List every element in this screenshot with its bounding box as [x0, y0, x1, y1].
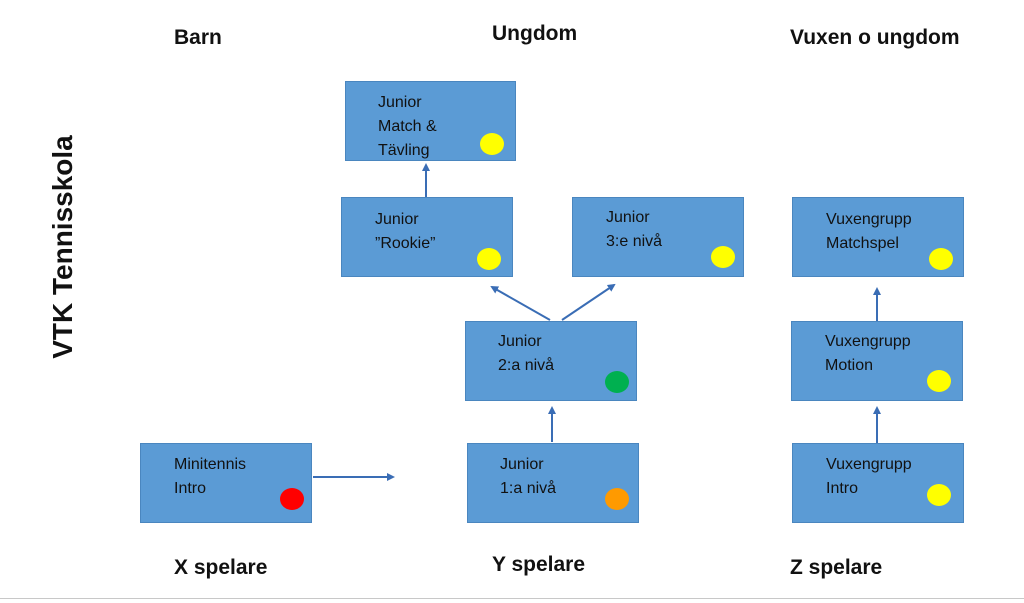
footer-x-spelare: X spelare — [174, 556, 268, 579]
box-vuxengrupp-matchspel: Vuxengrupp Matchspel — [792, 197, 964, 277]
level-dot-red — [280, 488, 304, 510]
box-junior-3e-niva: Junior 3:e nivå — [572, 197, 744, 277]
column-heading-ungdom: Ungdom — [492, 22, 578, 45]
box-vuxengrupp-intro: Vuxengrupp Intro — [792, 443, 964, 523]
level-dot-yellow — [929, 248, 953, 270]
box-vuxengrupp-motion: Vuxengrupp Motion — [791, 321, 963, 401]
box-label: Vuxengrupp Motion — [825, 333, 911, 374]
level-dot-yellow — [480, 133, 504, 155]
box-label: Junior 2:a nivå — [498, 333, 555, 374]
box-junior-1a-niva: Junior 1:a nivå — [467, 443, 639, 523]
column-heading-barn: Barn — [174, 26, 222, 49]
box-minitennis-intro: Minitennis Intro — [140, 443, 312, 523]
footer-z-spelare: Z spelare — [790, 556, 883, 579]
level-dot-yellow — [477, 248, 501, 270]
level-dot-orange — [605, 488, 629, 510]
level-dot-green — [605, 371, 629, 393]
box-label: Minitennis Intro — [174, 456, 247, 497]
box-label: Junior Match & Tävling — [378, 94, 437, 159]
bottom-divider — [0, 598, 1024, 599]
footer-y-spelare: Y spelare — [492, 553, 586, 576]
arrow-junior2-to-junior3 — [561, 283, 616, 321]
column-heading-vuxen: Vuxen o ungdom — [790, 26, 960, 49]
level-dot-yellow — [927, 484, 951, 506]
box-label: Junior 1:a nivå — [500, 456, 557, 497]
arrow-junior2-to-rookie — [490, 286, 551, 321]
level-dot-yellow — [927, 370, 951, 392]
level-dot-yellow — [711, 246, 735, 268]
box-junior-2a-niva: Junior 2:a nivå — [465, 321, 637, 401]
box-label: Junior ”Rookie” — [375, 211, 436, 252]
box-junior-match-tavling: Junior Match & Tävling — [345, 81, 516, 161]
box-label: Junior 3:e nivå — [606, 209, 663, 250]
box-label: Vuxengrupp Intro — [826, 456, 912, 497]
box-label: Vuxengrupp Matchspel — [826, 211, 912, 252]
box-junior-rookie: Junior ”Rookie” — [341, 197, 513, 277]
